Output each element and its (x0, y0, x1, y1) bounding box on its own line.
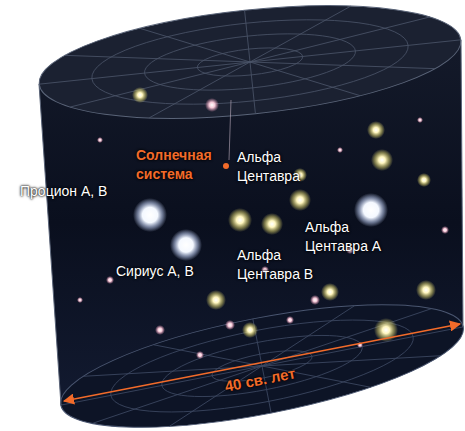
star-label: Процион А, В (20, 182, 130, 201)
star-label: Альфа Центавра В (237, 246, 337, 284)
system-label: Солнечная система (136, 146, 232, 184)
star-label: Альфа Центавра А (305, 218, 405, 256)
star-label: Альфа Центавра (237, 148, 317, 186)
star-label: Сириус А, В (116, 262, 226, 281)
